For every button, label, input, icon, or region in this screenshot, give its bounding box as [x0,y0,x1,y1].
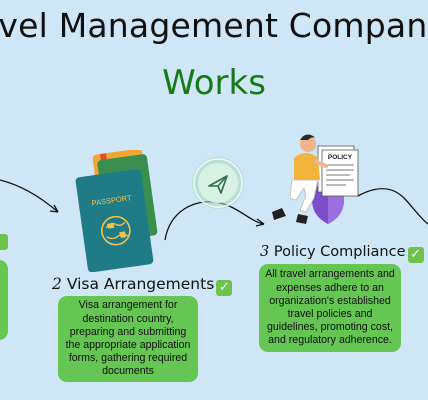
step1-box-partial [0,260,8,340]
policy-label: POLICY [328,154,353,161]
page-subtitle: Works [162,63,266,103]
step2-description-box: Visa arrangement for destination country… [58,296,198,382]
airplane-travel-icon [192,157,244,209]
page-title: avel Management Company [0,6,428,45]
arrow-out-right [357,188,428,225]
step3-title: Policy Compliance [273,244,406,260]
step2-description: Visa arrangement for destination country… [65,299,191,378]
check-icon: ✓ [216,280,233,296]
step2-number: 2 [52,275,62,293]
step3-number: 3 [260,244,270,260]
arrow-in-left [0,179,59,213]
step3-description: All travel arrangements and expenses adh… [265,268,395,347]
step2-heading: 2 Visa Arrangements✓ [52,275,233,296]
step3-description-box: All travel arrangements and expenses adh… [259,264,401,352]
check-icon: ✓ [407,247,424,263]
passport-icon: PASSPORT [75,150,158,272]
step1-check-icon [0,234,8,250]
policy-person-icon: POLICY [272,134,359,224]
step2-title: Visa Arrangements [66,275,215,293]
step3-heading: 3 Policy Compliance✓ [260,244,424,263]
